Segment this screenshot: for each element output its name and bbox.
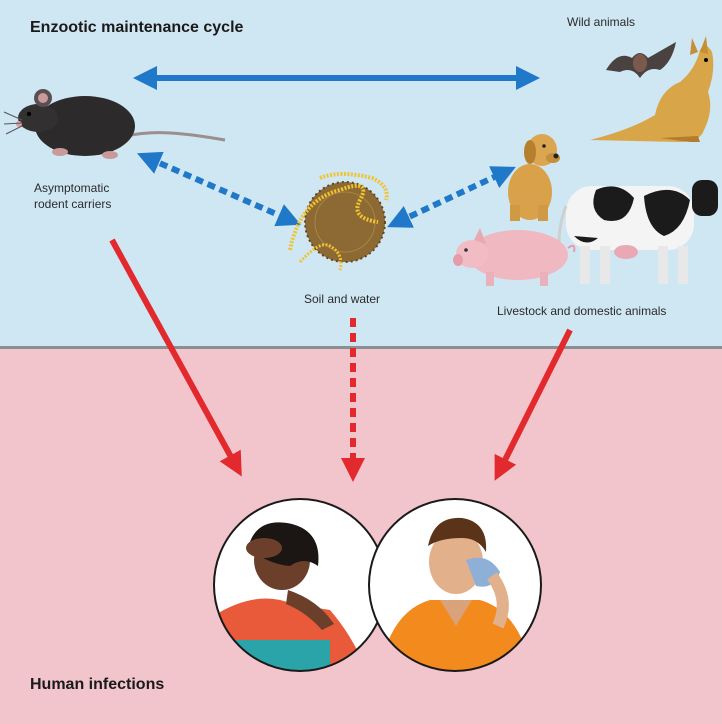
rodent-label-line2: rodent carriers (34, 196, 111, 212)
soil-water-label: Soil and water (304, 291, 380, 307)
livestock-label: Livestock and domestic animals (497, 303, 666, 319)
wild-animals-label: Wild animals (567, 14, 635, 30)
human-infections-title: Human infections (30, 676, 164, 694)
rodent-label-line1: Asymptomatic (34, 180, 111, 196)
zone-divider (0, 346, 722, 349)
rodent-carriers-label: Asymptomatic rodent carriers (34, 180, 111, 212)
enzootic-cycle-title: Enzootic maintenance cycle (30, 19, 243, 37)
